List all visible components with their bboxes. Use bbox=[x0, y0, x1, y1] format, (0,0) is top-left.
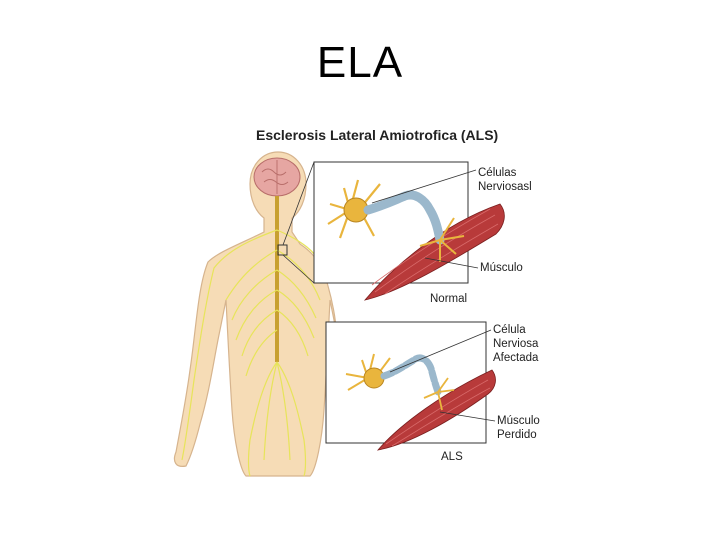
label-lost-muscle: Músculo Perdido bbox=[497, 414, 540, 442]
panel-normal bbox=[314, 162, 504, 300]
label-muscle: Músculo bbox=[480, 261, 523, 275]
panel-als bbox=[326, 322, 495, 450]
body-outline bbox=[174, 152, 336, 476]
label-nerve-cells: Células Nerviosasl bbox=[478, 166, 532, 194]
label-normal: Normal bbox=[430, 292, 467, 306]
label-affected-cell: Célula Nerviosa Afectada bbox=[493, 323, 538, 365]
label-als: ALS bbox=[441, 450, 463, 464]
body-figure bbox=[174, 152, 336, 476]
